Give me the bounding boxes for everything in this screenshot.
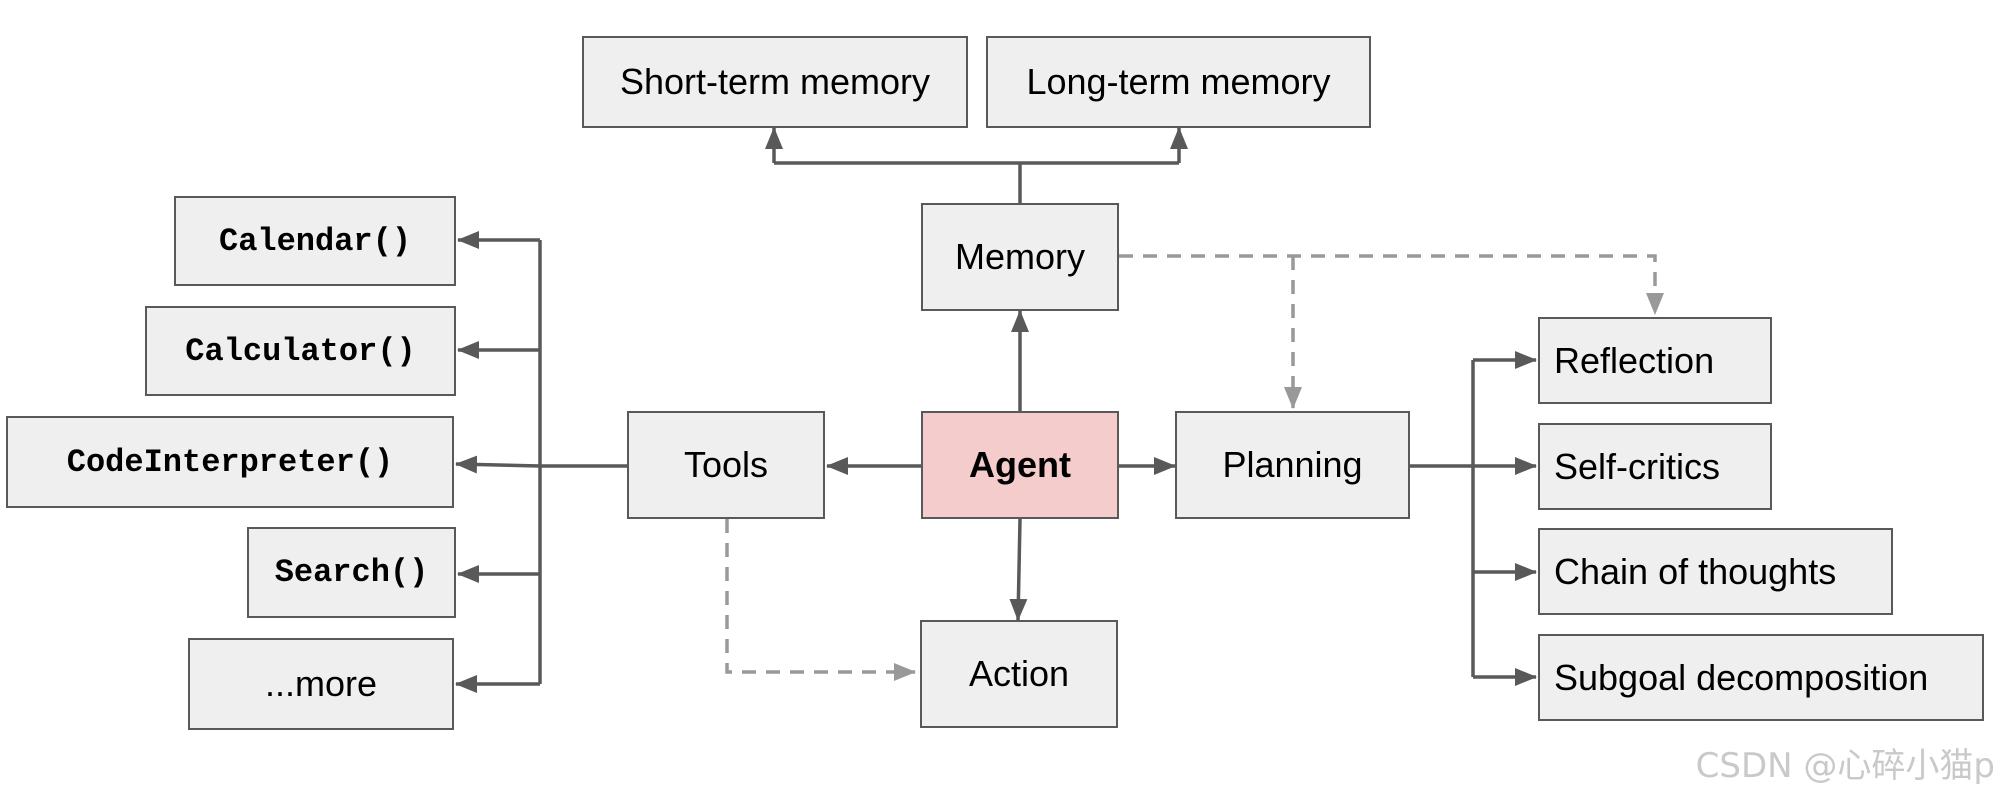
csdn-watermark: CSDN @心碎小猫p (1695, 746, 1995, 786)
memory-box: Memory (921, 203, 1119, 311)
plan-subgoal-decomposition-label: Subgoal decomposition (1554, 656, 1929, 698)
agent-label: Agent (969, 444, 1071, 485)
tool-calculator-label: Calculator() (185, 332, 416, 370)
memory-branch-lines (765, 127, 1188, 203)
planning-fanout (1410, 351, 1537, 686)
tool-code-interpreter-box: CodeInterpreter() (6, 416, 454, 508)
memory-label: Memory (954, 236, 1085, 277)
plan-subgoal-decomposition-box: Subgoal decomposition (1538, 634, 1984, 721)
tools-label: Tools (683, 444, 769, 485)
plan-self-critics-label: Self-critics (1554, 445, 1721, 487)
tools-box: Tools (627, 411, 825, 519)
agent-arrows (826, 310, 1176, 621)
plan-chain-of-thoughts-box: Chain of thoughts (1538, 528, 1893, 615)
planning-box: Planning (1175, 411, 1410, 519)
tool-calendar-label: Calendar() (218, 222, 412, 260)
tool-more-label: ...more (264, 663, 378, 704)
agent-box: Agent (921, 411, 1119, 519)
long-term-memory-box: Long-term memory (986, 36, 1371, 128)
short-term-memory-label: Short-term memory (619, 61, 931, 102)
plan-reflection-box: Reflection (1538, 317, 1772, 404)
tool-calendar-box: Calendar() (174, 196, 456, 286)
action-box: Action (920, 620, 1118, 728)
action-label: Action (968, 653, 1070, 694)
plan-self-critics-box: Self-critics (1538, 423, 1772, 510)
long-term-memory-label: Long-term memory (1026, 61, 1331, 102)
plan-chain-of-thoughts-label: Chain of thoughts (1554, 550, 1837, 592)
tool-search-label: Search() (274, 554, 429, 591)
tool-code-interpreter-label: CodeInterpreter() (66, 443, 394, 481)
plan-reflection-label: Reflection (1554, 339, 1715, 381)
dashed-arrows (725, 254, 1664, 681)
tools-fanout (455, 231, 627, 693)
tool-calculator-box: Calculator() (145, 306, 456, 396)
tool-more-box: ...more (188, 638, 454, 730)
planning-label: Planning (1222, 444, 1363, 485)
short-term-memory-box: Short-term memory (582, 36, 968, 128)
tool-search-box: Search() (247, 527, 456, 618)
